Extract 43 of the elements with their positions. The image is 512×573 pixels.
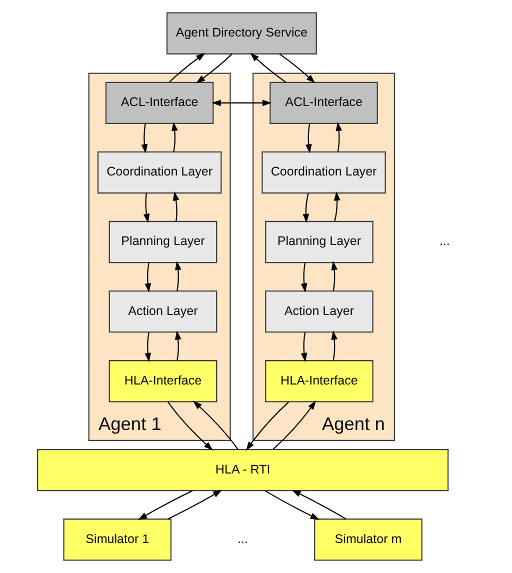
arrow [330,330,338,360]
arrow [333,191,340,222]
arrow [140,123,148,154]
arrow [172,191,179,222]
arrow [192,400,238,450]
node-box: Action Layer [108,290,217,333]
arrow [335,122,342,152]
node-box: ACL-Interface [269,82,378,124]
arrow [278,54,315,84]
node-box: Simulator 1 [62,518,172,561]
arrow [142,193,150,223]
arrow [171,122,178,152]
arrow [272,400,316,450]
arrow [174,260,181,291]
label: ... [438,234,450,248]
arrow [250,52,286,83]
arrow [144,262,151,292]
arrow [138,490,192,520]
node-box: HLA-Interface [108,360,217,402]
arrow [300,262,307,292]
arrow [166,490,222,520]
arrow [144,332,151,362]
node-box: HLA-Interface [264,360,373,402]
arrow [291,490,346,520]
arrow [300,332,307,362]
arrow [195,54,232,84]
node-box: Planning Layer [108,220,217,264]
arrow [174,330,181,360]
label: ... [237,532,248,546]
node-box: Action Layer [264,290,373,333]
node-box: HLA - RTI [36,449,448,492]
node-box: Simulator m [314,518,422,561]
arrow [304,123,312,154]
arrow [302,192,309,223]
arrow [167,402,212,451]
node-box: Coordination Layer [261,151,386,194]
arrow [264,490,319,520]
arrow [330,260,338,291]
node-box: Agent Directory Service [166,12,316,54]
node-box: ACL-Interface [104,82,214,124]
node-box: Coordination Layer [96,151,222,194]
node-box: Planning Layer [264,220,373,264]
arrow [245,402,289,451]
